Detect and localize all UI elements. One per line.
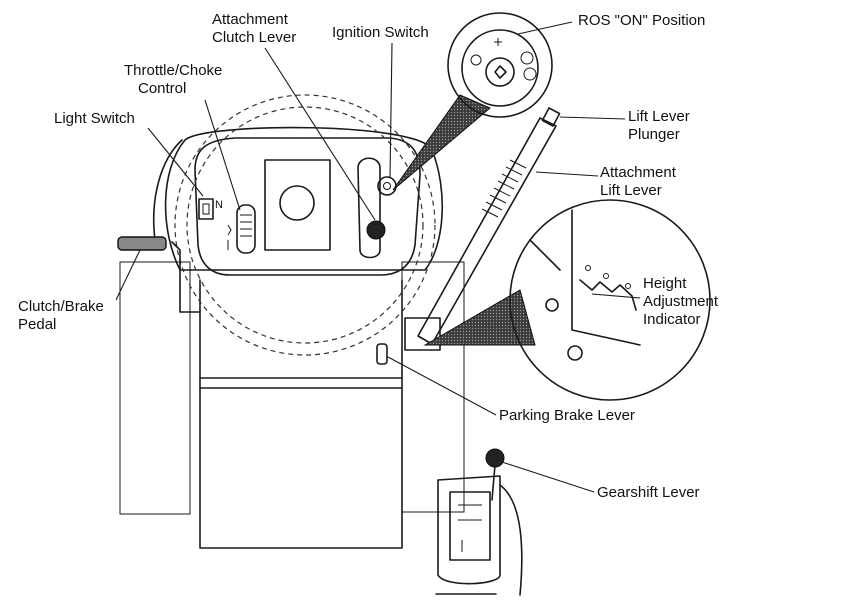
ros-on-position-label: ROS "ON" Position [578,12,705,29]
light-switch-label: Light Switch [54,110,135,127]
dashed-detail-circle [174,94,436,356]
leader-lines [115,21,641,493]
left-fender-grille [119,261,191,515]
dash-panel [194,137,421,276]
throttle-choke-control [227,204,256,254]
ignition-switch-label: Ignition Switch [332,24,429,41]
height-indicator-callout [423,199,711,401]
seat-base [199,377,403,549]
attachment-lift-lever-label: Attachment Lift Lever [600,164,680,199]
gearshift-lever-label: Gearshift Lever [597,484,700,501]
center-panel [264,159,331,251]
parking-brake-lever [376,343,388,365]
ros-detail-callout [392,12,553,191]
throttle-choke-label: Throttle/Choke Control [124,62,227,97]
tractor-body [119,94,465,549]
gearshift-knob [485,448,505,468]
light-switch-n-mark: N [215,199,223,211]
height-adjustment-indicator-label: Height Adjustment Indicator [643,275,722,328]
clutch-brake-pedal [117,236,201,313]
lift-lever-plunger [541,107,561,127]
right-fender-grille [401,261,465,513]
light-switch: N [198,198,223,220]
attachment-clutch-lever-label: Attachment Clutch Lever [212,11,296,46]
attachment-clutch-lever [357,157,386,259]
clutch-brake-pedal-label: Clutch/Brake Pedal [18,298,108,333]
lift-lever-plunger-label: Lift Lever Plunger [628,108,694,143]
gearshift-assembly [435,448,523,596]
hood-outline [164,126,444,271]
parking-brake-lever-label: Parking Brake Lever [499,407,635,424]
